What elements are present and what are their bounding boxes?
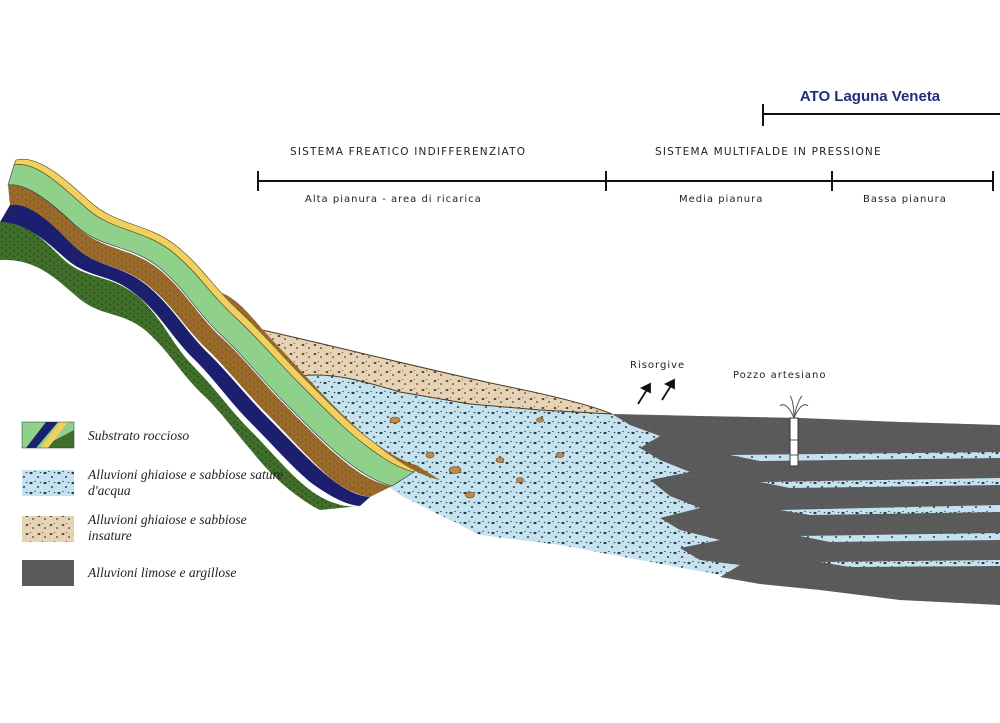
springs-arrows-icon xyxy=(637,378,675,405)
clay-lenses xyxy=(660,436,1000,582)
zone-label-low-plain: Bassa pianura xyxy=(863,194,947,205)
zone-label-high-plain: Alta pianura - area di ricarica xyxy=(305,194,482,205)
system-label-phreatic: Sistema freatico indifferenziato xyxy=(290,146,527,158)
legend-text-bedrock: Substrato roccioso xyxy=(88,428,190,443)
legend-swatch-clay xyxy=(22,560,74,586)
bedrock-layers xyxy=(0,158,440,510)
bedrock-outer-brown xyxy=(220,292,440,480)
legend-swatch-bedrock xyxy=(21,421,75,449)
feature-label-artesian-well: Pozzo artesiano xyxy=(733,370,827,381)
legend-text-saturated: Alluvioni ghiaiose e sabbiose sature d'a… xyxy=(88,467,284,498)
bedrock-yellow-band xyxy=(13,158,419,473)
feature-label-springs: Risorgive xyxy=(630,360,686,371)
header-brackets xyxy=(257,104,1000,191)
legend-swatch-saturated xyxy=(22,470,74,496)
bedrock-brown-band xyxy=(8,184,392,497)
ato-title: ATO Laguna Veneta xyxy=(799,88,941,105)
artesian-well-icon xyxy=(779,395,809,467)
zone-label-middle-plain: Media pianura xyxy=(679,194,764,205)
pebbles xyxy=(389,416,565,499)
system-label-multiaquifer: Sistema multifalde in pressione xyxy=(655,146,882,158)
legend-text-clay: Alluvioni limose e argillose xyxy=(88,565,237,580)
bedrock-navy-band xyxy=(0,204,370,507)
legend-swatch-unsaturated xyxy=(22,516,74,542)
legend-text-unsaturated: Alluvioni ghiaiose e sabbiose insature xyxy=(88,512,247,543)
bedrock-dark-green-band xyxy=(0,221,360,510)
legend-swatches xyxy=(21,421,75,586)
